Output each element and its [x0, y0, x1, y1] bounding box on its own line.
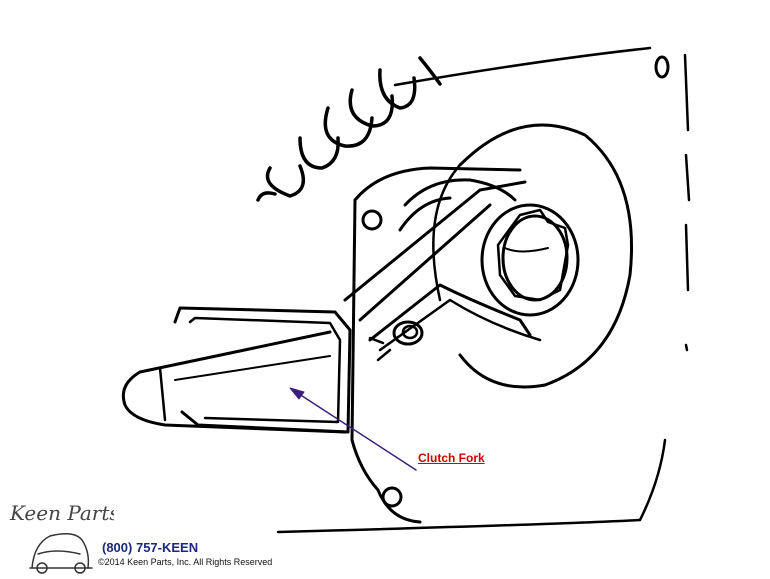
phone-number: (800) 757-KEEN: [102, 540, 199, 555]
mounting-plate: [350, 166, 522, 524]
clutch-fork: [343, 180, 542, 362]
throwout-bearing: [398, 178, 580, 317]
flywheel-teeth: [256, 56, 442, 202]
fork-lever: [121, 306, 352, 434]
copyright-notice: ©2014 Keen Parts, Inc. All Rights Reserv…: [98, 557, 273, 567]
clutch-fork-callout-link[interactable]: Clutch Fork: [418, 451, 485, 465]
callout-arrow: [289, 387, 417, 471]
clutch-disc: [432, 123, 634, 389]
logo-wordmark: Keen Parts: [9, 501, 114, 525]
bell-housing: [276, 46, 691, 534]
keen-parts-logo: Keen Parts: [9, 501, 114, 574]
